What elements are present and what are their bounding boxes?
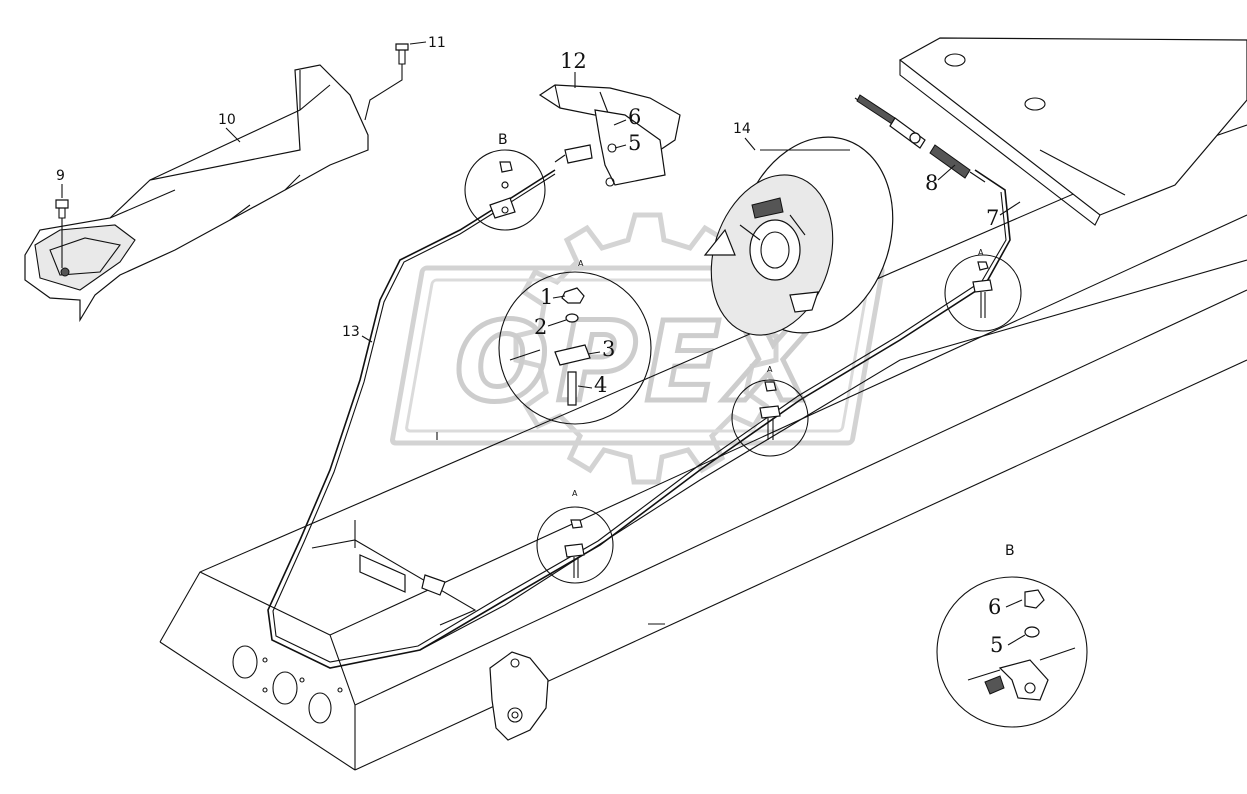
brake-cable xyxy=(267,169,1247,669)
detail-circle-B-small: B xyxy=(464,132,546,231)
callout-7: 7 xyxy=(986,206,999,230)
callout-14: 14 xyxy=(733,121,751,137)
detail-circle-A-2: A xyxy=(944,248,1022,332)
callouts: 1 2 3 4 5 6 7 8 9 10 11 12 13 14 xyxy=(56,35,1021,397)
callout-5: 5 xyxy=(628,131,641,155)
callout-2: 2 xyxy=(534,315,547,339)
frame-hole xyxy=(272,671,298,705)
frame-hole xyxy=(232,645,258,679)
detail-circle-B-large: B 6 5 xyxy=(936,543,1088,728)
svg-text:A: A xyxy=(572,489,578,498)
callout-8: 8 xyxy=(925,171,938,195)
callout-13: 13 xyxy=(342,324,360,340)
callout-11: 11 xyxy=(428,35,446,51)
screw-11 xyxy=(364,43,409,121)
svg-text:A: A xyxy=(767,365,773,374)
detail-circle-A-4: A xyxy=(536,489,614,584)
watermark-frame-inner xyxy=(405,278,870,433)
svg-text:6: 6 xyxy=(988,595,1001,619)
svg-text:A: A xyxy=(578,259,584,268)
callout-3: 3 xyxy=(602,337,615,361)
frame-small-hole xyxy=(262,687,268,693)
callout-1: 1 xyxy=(540,285,553,309)
frame-small-hole xyxy=(299,677,305,683)
callout-6: 6 xyxy=(628,105,641,129)
detail-circle-A-3: A xyxy=(731,365,809,457)
rear-cross-member xyxy=(898,37,1247,226)
hand-brake-lever xyxy=(538,84,681,187)
frame-mount-bracket xyxy=(489,651,549,741)
svg-text:B: B xyxy=(498,132,508,148)
callout-4: 4 xyxy=(594,373,607,397)
callout-9: 9 xyxy=(56,168,65,184)
frame-hole xyxy=(308,692,332,724)
svg-text:A: A xyxy=(978,248,984,257)
frame-small-hole xyxy=(262,657,268,663)
screw-9 xyxy=(55,199,69,268)
callout-12: 12 xyxy=(560,49,587,73)
brake-drum-assembly xyxy=(703,136,894,336)
cable-end-spring xyxy=(854,94,986,183)
watermark-frame-outer xyxy=(389,265,885,446)
detail-circle-A-1: A xyxy=(498,259,652,425)
console-cover xyxy=(24,64,369,323)
frame-small-hole xyxy=(337,687,343,693)
svg-text:B: B xyxy=(1005,543,1015,559)
callout-10: 10 xyxy=(218,112,236,128)
svg-text:5: 5 xyxy=(990,633,1003,657)
chassis-frame-rail xyxy=(159,124,1247,771)
